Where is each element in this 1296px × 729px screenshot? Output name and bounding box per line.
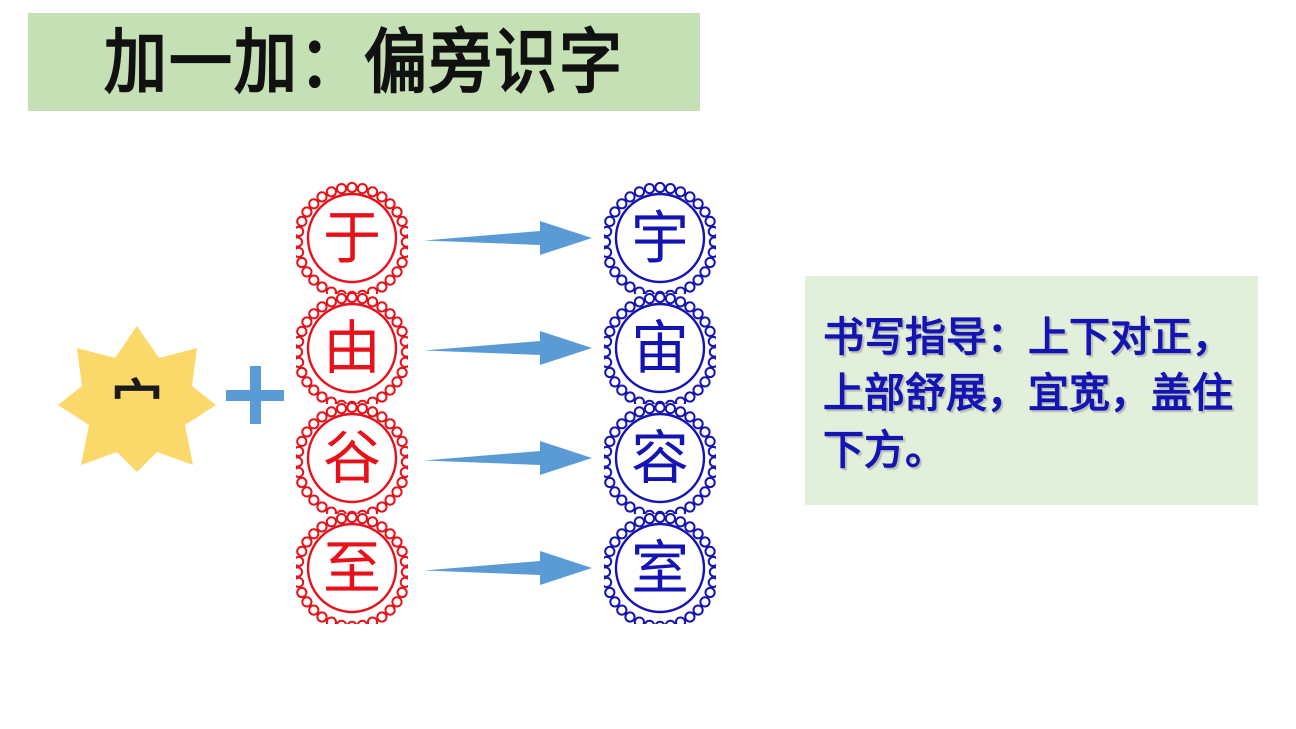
star-burst-icon <box>58 326 216 472</box>
arrow-right-icon <box>424 331 592 365</box>
radical-star-group: 宀 <box>58 322 216 472</box>
base-character: 于 <box>322 204 381 272</box>
arrow-right-icon <box>424 441 592 475</box>
result-character: 室 <box>630 534 689 602</box>
result-character-seal[interactable]: 室 <box>604 512 716 624</box>
base-character-seal[interactable]: 于 <box>296 182 408 294</box>
seal-border-red-icon <box>296 512 408 624</box>
seal-border-blue-icon <box>604 182 716 294</box>
base-character: 由 <box>322 314 381 382</box>
plus-icon-vertical-bar <box>250 366 261 424</box>
result-character-seal[interactable]: 宇 <box>604 182 716 294</box>
equation-row: 由 宙 <box>296 292 716 404</box>
arrow-right-icon <box>424 221 592 255</box>
result-character: 宇 <box>630 204 689 272</box>
base-character-seal[interactable]: 由 <box>296 292 408 404</box>
radical-character: 宀 <box>110 374 163 435</box>
equation-area: 于 宇 <box>296 182 716 632</box>
equation-row: 于 宇 <box>296 182 716 294</box>
writing-guidance-box: 书写指导：上下对正，上部舒展，宜宽，盖住下方。 <box>805 276 1258 505</box>
result-character: 宙 <box>630 314 689 382</box>
base-character-seal[interactable]: 至 <box>296 512 408 624</box>
equation-row: 谷 容 <box>296 402 716 514</box>
result-character: 容 <box>630 424 689 492</box>
page-title-banner: 加一加：偏旁识字 <box>28 13 700 111</box>
equation-row: 至 室 <box>296 512 716 624</box>
page-title: 加一加：偏旁识字 <box>104 21 624 103</box>
plus-icon <box>226 366 284 424</box>
base-character: 至 <box>322 534 381 602</box>
seal-border-blue-icon <box>604 512 716 624</box>
seal-border-blue-icon <box>604 292 716 404</box>
seal-border-blue-icon <box>604 402 716 514</box>
base-character-seal[interactable]: 谷 <box>296 402 408 514</box>
seal-border-red-icon <box>296 182 408 294</box>
result-character-seal[interactable]: 宙 <box>604 292 716 404</box>
seal-border-red-icon <box>296 402 408 514</box>
seal-border-red-icon <box>296 292 408 404</box>
result-character-seal[interactable]: 容 <box>604 402 716 514</box>
arrow-right-icon <box>424 551 592 585</box>
writing-guidance-text: 书写指导：上下对正，上部舒展，宜宽，盖住下方。 <box>823 312 1233 474</box>
base-character: 谷 <box>322 424 381 492</box>
